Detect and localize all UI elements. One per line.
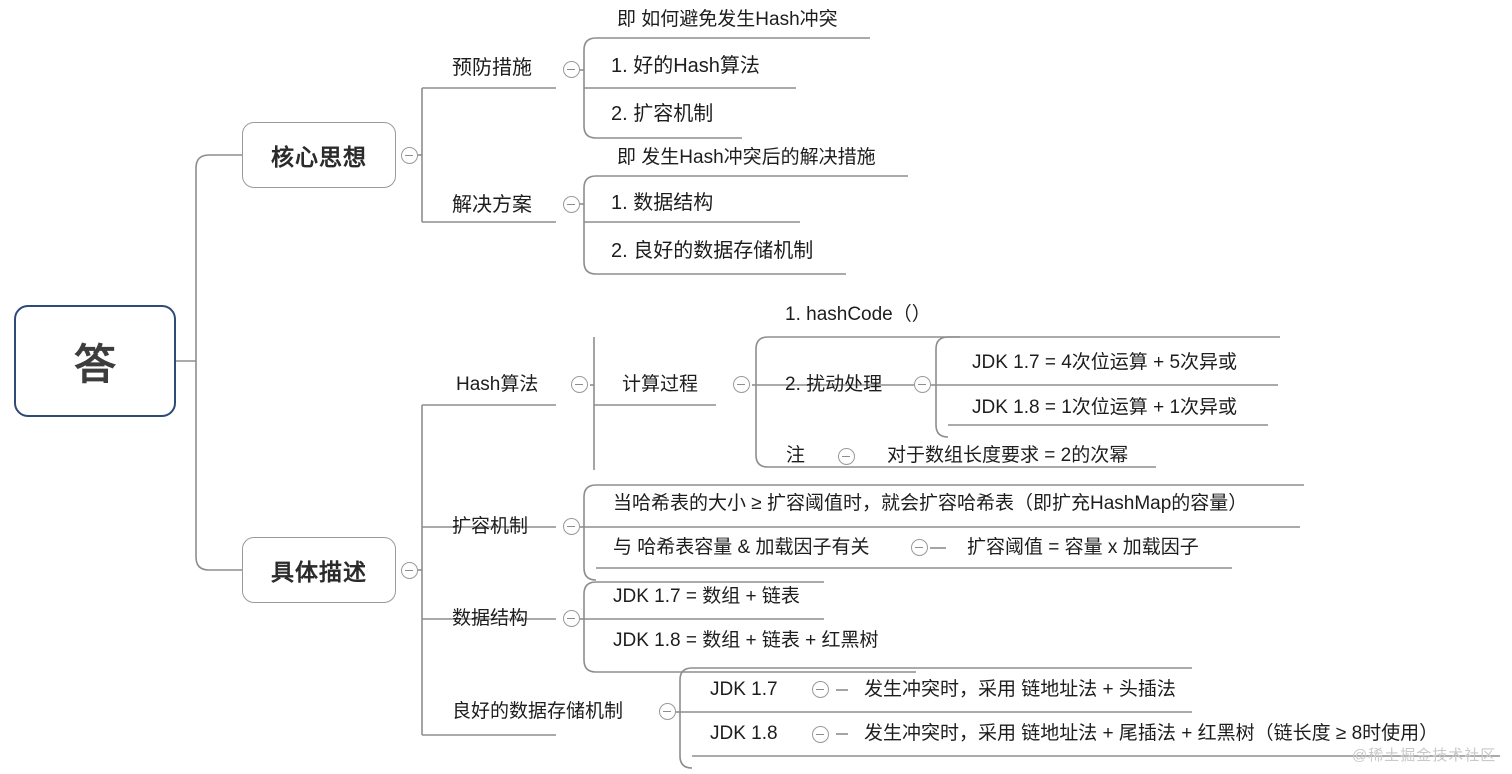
node-storage-jdk18-label[interactable]: JDK 1.8	[710, 723, 778, 744]
node-data-structure-label[interactable]: 数据结构	[452, 608, 529, 629]
toggle-hash-algorithm[interactable]	[571, 376, 588, 393]
node-storage-jdk18-child[interactable]: 发生冲突时，采用 链地址法 + 尾插法 + 红黑树（链长度 ≥ 8时使用）	[864, 723, 1439, 744]
node-hash-algorithm-label[interactable]: Hash算法	[456, 374, 539, 395]
node-solution-label[interactable]: 解决方案	[452, 194, 532, 216]
root-node[interactable]: 答	[14, 305, 176, 417]
node-solution-note: 即 发生Hash冲突后的解决措施	[617, 147, 876, 168]
node-resize-factor-label[interactable]: 与 哈希表容量 & 加载因子有关	[613, 537, 870, 558]
toggle-note[interactable]	[838, 448, 855, 465]
branch-node-detail-label: 具体描述	[271, 559, 367, 585]
node-resize-factor-child[interactable]: 扩容阈值 = 容量 x 加载因子	[967, 537, 1199, 558]
node-calc-child-hashcode[interactable]: 1. hashCode（）	[785, 304, 931, 325]
node-perturb-jdk18[interactable]: JDK 1.8 = 1次位运算 + 1次异或	[972, 397, 1238, 418]
toggle-storage-jdk17[interactable]	[812, 681, 829, 698]
node-data-structure-child-1[interactable]: JDK 1.7 = 数组 + 链表	[613, 586, 800, 607]
toggle-resize-factor[interactable]	[911, 539, 928, 556]
node-solution-child-1[interactable]: 1. 数据结构	[611, 192, 714, 214]
node-resize-label[interactable]: 扩容机制	[452, 516, 529, 537]
toggle-solution[interactable]	[563, 196, 580, 213]
node-prevention-label[interactable]: 预防措施	[452, 57, 532, 79]
node-storage-label[interactable]: 良好的数据存储机制	[452, 701, 624, 722]
branch-node-core-idea[interactable]: 核心思想	[242, 122, 396, 188]
node-perturb-jdk17[interactable]: JDK 1.7 = 4次位运算 + 5次异或	[972, 352, 1238, 373]
branch-node-core-idea-label: 核心思想	[271, 144, 367, 170]
toggle-detail[interactable]	[401, 562, 418, 579]
toggle-calc-process[interactable]	[733, 376, 750, 393]
node-data-structure-child-2[interactable]: JDK 1.8 = 数组 + 链表 + 红黑树	[613, 630, 879, 651]
node-note-label[interactable]: 注	[786, 445, 806, 466]
toggle-core-idea[interactable]	[401, 147, 418, 164]
toggle-storage-jdk18[interactable]	[812, 726, 829, 743]
branch-node-detail[interactable]: 具体描述	[242, 537, 396, 603]
toggle-storage[interactable]	[659, 703, 676, 720]
node-note-child[interactable]: 对于数组长度要求 = 2的次幂	[887, 445, 1129, 466]
node-prevention-note: 即 如何避免发生Hash冲突	[617, 9, 838, 30]
watermark: @稀土掘金技术社区	[1352, 747, 1497, 764]
toggle-prevention[interactable]	[563, 61, 580, 78]
toggle-perturb[interactable]	[914, 376, 931, 393]
node-prevention-child-1[interactable]: 1. 好的Hash算法	[611, 55, 760, 77]
node-calc-process-label[interactable]: 计算过程	[622, 374, 699, 395]
node-solution-child-2[interactable]: 2. 良好的数据存储机制	[611, 240, 814, 262]
node-prevention-child-2[interactable]: 2. 扩容机制	[611, 103, 714, 125]
root-node-label: 答	[73, 340, 116, 388]
node-perturb-label[interactable]: 2. 扰动处理	[785, 374, 883, 395]
node-resize-child-1[interactable]: 当哈希表的大小 ≥ 扩容阈值时，就会扩容哈希表（即扩充HashMap的容量）	[613, 493, 1248, 514]
toggle-resize[interactable]	[563, 518, 580, 535]
node-storage-jdk17-child[interactable]: 发生冲突时，采用 链地址法 + 头插法	[864, 679, 1176, 700]
node-storage-jdk17-label[interactable]: JDK 1.7	[710, 679, 778, 700]
toggle-data-structure[interactable]	[563, 610, 580, 627]
